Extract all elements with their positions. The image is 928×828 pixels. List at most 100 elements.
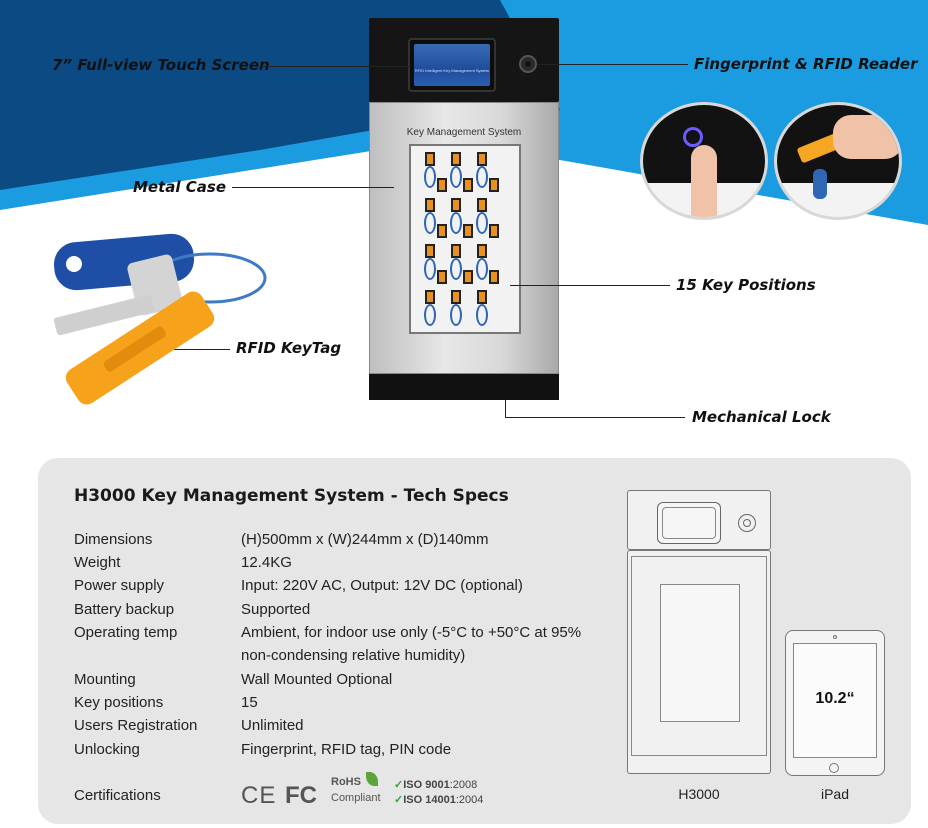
key-slot — [477, 244, 487, 258]
key-slot — [489, 224, 499, 238]
key-slot — [425, 290, 435, 304]
h3000-outline-reader-icon — [738, 514, 756, 532]
callout-lock: Mechanical Lock — [692, 408, 831, 426]
iso-9001-badge: ✓ISO 9001:2008 — [394, 778, 477, 791]
key-slot — [463, 224, 473, 238]
key-ring-icon — [450, 304, 462, 326]
key-slot — [463, 270, 473, 284]
key-ring-icon — [476, 166, 488, 188]
key-ring-icon — [476, 258, 488, 280]
key-ring-icon — [450, 258, 462, 280]
key-slot — [489, 270, 499, 284]
h3000-outline-screen — [657, 502, 721, 544]
spec-value-mounting: Wall Mounted Optional — [241, 671, 393, 688]
key-slot — [463, 178, 473, 192]
iso-14001-badge: ✓ISO 14001:2004 — [394, 793, 483, 806]
callout-vline-lock — [505, 400, 506, 417]
h3000-caption: H3000 — [678, 786, 720, 802]
spec-value-dimensions: (H)500mm x (W)244mm x (D)140mm — [241, 531, 489, 548]
touch-screen[interactable]: RFID Intelligent Key Management System — [408, 38, 496, 92]
key-ring-icon — [424, 258, 436, 280]
h3000-outline-screen-inner — [662, 507, 716, 539]
check-icon: ✓ — [394, 794, 404, 806]
rohs-compliant-label: Compliant — [331, 792, 381, 804]
fob-hole — [66, 256, 82, 272]
check-icon: ✓ — [394, 779, 404, 791]
key-ring-icon — [424, 166, 436, 188]
key-slot — [425, 152, 435, 166]
ipad-caption: iPad — [820, 786, 850, 802]
cabinet-door-title: Key Management System — [406, 127, 522, 138]
key-window — [409, 144, 521, 334]
spec-value-users: Unlimited — [241, 717, 304, 734]
spec-title: H3000 Key Management System - Tech Specs — [74, 486, 509, 506]
key-ring-icon — [450, 212, 462, 234]
finger-image — [691, 145, 717, 217]
callout-key-positions: 15 Key Positions — [676, 276, 816, 294]
cabinet-base — [369, 374, 559, 400]
callout-keytag: RFID KeyTag — [236, 339, 342, 357]
callout-touch-screen: 7” Full-view Touch Screen — [52, 56, 270, 74]
spec-label-users: Users Registration — [74, 717, 198, 734]
fingerprint-reader-icon[interactable] — [519, 55, 537, 73]
key-slot — [437, 224, 447, 238]
hand-image — [833, 115, 899, 159]
key-slot — [451, 198, 461, 212]
callout-fingerprint: Fingerprint & RFID Reader — [694, 55, 918, 73]
key-ring-icon — [424, 304, 436, 326]
spec-label-key-positions: Key positions — [74, 694, 164, 711]
key-slot — [477, 198, 487, 212]
key-ring-icon — [450, 166, 462, 188]
spec-value-key-positions: 15 — [241, 694, 258, 711]
spec-label-mounting: Mounting — [74, 671, 136, 688]
spec-label-weight: Weight — [74, 554, 121, 571]
touch-screen-text: RFID Intelligent Key Management System — [414, 68, 490, 73]
callout-metal-case: Metal Case — [133, 178, 226, 196]
touch-screen-display: RFID Intelligent Key Management System — [414, 44, 490, 86]
key-slot — [451, 152, 461, 166]
rohs-leaf-icon — [366, 772, 378, 786]
rfid-closeup — [774, 102, 902, 220]
spec-label-certifications: Certifications — [74, 787, 161, 804]
callout-line-key-positions — [510, 285, 670, 286]
key-slot — [451, 244, 461, 258]
h3000-outline-door — [631, 556, 767, 756]
spec-label-dimensions: Dimensions — [74, 531, 153, 548]
ipad-outline-screen — [793, 643, 877, 758]
iso-14001-name: ISO 14001 — [403, 794, 456, 806]
key-slot — [451, 290, 461, 304]
callout-line-metal-case — [232, 187, 394, 188]
key-slot — [437, 178, 447, 192]
key-slot — [425, 244, 435, 258]
key-ring-icon — [476, 304, 488, 326]
fingerprint-ring-icon — [683, 127, 703, 147]
callout-line-lock — [505, 417, 685, 418]
callout-line-keytag — [174, 349, 230, 350]
key-slot — [477, 290, 487, 304]
rohs-label: RoHS — [331, 776, 361, 788]
spec-value-weight: 12.4KG — [241, 554, 292, 571]
spec-value-temp: Ambient, for indoor use only (-5°C to +5… — [241, 624, 582, 641]
ce-mark-icon: CE — [241, 782, 277, 809]
key-ring-icon — [476, 212, 488, 234]
h3000-outline-window — [660, 584, 740, 722]
spec-label-unlocking: Unlocking — [74, 741, 140, 758]
metal-key-blade — [53, 294, 155, 336]
spec-value-temp-cont: non-condensing relative humidity) — [241, 647, 466, 664]
ipad-size-label: 10.2“ — [815, 690, 855, 707]
spec-label-power: Power supply — [74, 577, 165, 594]
key-slot — [489, 178, 499, 192]
callout-line-touch-screen — [259, 66, 409, 67]
key-ring-icon — [424, 212, 436, 234]
iso-9001-year: :2008 — [449, 779, 478, 791]
ipad-home-button-icon — [829, 763, 839, 773]
ipad-camera-icon — [833, 635, 837, 639]
callout-line-fingerprint — [538, 64, 688, 65]
spec-value-unlocking: Fingerprint, RFID tag, PIN code — [241, 741, 452, 758]
key-slot — [437, 270, 447, 284]
fingerprint-closeup — [640, 102, 768, 220]
spec-value-battery: Supported — [241, 601, 311, 618]
orange-tag-slot — [103, 326, 166, 372]
fcc-mark-icon: FC — [285, 782, 317, 809]
iso-9001-name: ISO 9001 — [403, 779, 450, 791]
